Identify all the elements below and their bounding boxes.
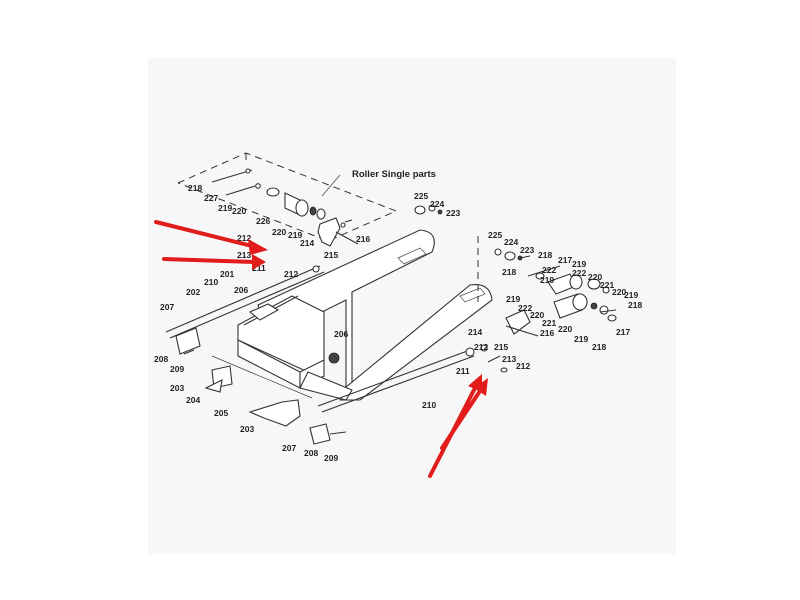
callout-222: 222 (518, 303, 532, 313)
callout-210: 210 (422, 400, 436, 410)
callout-218: 218 (628, 300, 642, 310)
callout-202: 202 (186, 287, 200, 297)
callout-212: 212 (516, 361, 530, 371)
callout-224: 224 (430, 199, 444, 209)
callout-224: 224 (504, 237, 518, 247)
roller-assembly-right (414, 204, 617, 373)
callout-211: 211 (252, 263, 266, 273)
callout-223: 223 (446, 208, 460, 218)
callout-219: 219 (624, 290, 638, 300)
callout-213: 213 (502, 354, 516, 364)
callout-216: 216 (540, 328, 554, 338)
red-arrow-2 (162, 254, 266, 270)
callout-210: 210 (204, 277, 218, 287)
callout-215: 215 (324, 250, 338, 260)
callout-216: 216 (356, 234, 370, 244)
roller-single-parts-caption: Roller Single parts (352, 169, 436, 180)
callout-217: 217 (616, 327, 630, 337)
callout-220: 220 (558, 324, 572, 334)
callout-209: 209 (324, 453, 338, 463)
callout-225: 225 (414, 191, 428, 201)
callout-208: 208 (154, 354, 168, 364)
callout-217: 217 (558, 255, 572, 265)
roller-assembly-left (211, 168, 359, 247)
callout-222: 222 (572, 268, 586, 278)
red-arrow-4 (440, 378, 488, 450)
part-callouts: 218 227 219 220 226 220 219 214 215 216 … (154, 183, 642, 463)
callout-206: 206 (234, 285, 248, 295)
callout-212: 212 (284, 269, 298, 279)
callout-214: 214 (300, 238, 314, 248)
callout-220: 220 (588, 272, 602, 282)
callout-203: 203 (170, 383, 184, 393)
callout-212: 212 (474, 342, 488, 352)
callout-219: 219 (572, 259, 586, 269)
callout-219: 219 (288, 230, 302, 240)
callout-211: 211 (456, 366, 470, 376)
fork-frame (237, 229, 493, 401)
callout-220: 220 (612, 287, 626, 297)
roller-single-parts-box: Roller Single parts (177, 152, 436, 242)
callout-219: 219 (540, 275, 554, 285)
callout-213: 213 (237, 250, 251, 260)
callout-218: 218 (538, 250, 552, 260)
callout-218: 218 (592, 342, 606, 352)
callout-203: 203 (240, 424, 254, 434)
callout-222: 222 (542, 265, 556, 275)
callout-206: 206 (334, 329, 348, 339)
callout-223: 223 (520, 245, 534, 255)
lower-linkage (175, 327, 347, 445)
red-arrow-1 (154, 220, 268, 255)
callout-226: 226 (256, 216, 270, 226)
callout-205: 205 (214, 408, 228, 418)
callout-208: 208 (304, 448, 318, 458)
callout-201: 201 (220, 269, 234, 279)
callout-219: 219 (574, 334, 588, 344)
callout-220: 220 (272, 227, 286, 237)
push-rods (165, 265, 475, 413)
callout-214: 214 (468, 327, 482, 337)
diagram-sheet (148, 58, 676, 554)
callout-220: 220 (232, 206, 246, 216)
callout-225: 225 (488, 230, 502, 240)
callout-219: 219 (218, 203, 232, 213)
callout-227: 227 (204, 193, 218, 203)
callout-221: 221 (600, 280, 614, 290)
callout-207: 207 (282, 443, 296, 453)
callout-220: 220 (530, 310, 544, 320)
callout-209: 209 (170, 364, 184, 374)
callout-218: 218 (502, 267, 516, 277)
callout-207: 207 (160, 302, 174, 312)
callout-215: 215 (494, 342, 508, 352)
callout-219: 219 (506, 294, 520, 304)
callout-212: 212 (237, 233, 251, 243)
callout-221: 221 (542, 318, 556, 328)
highlight-arrows (154, 220, 488, 478)
callout-218: 218 (188, 183, 202, 193)
callout-204: 204 (186, 395, 200, 405)
